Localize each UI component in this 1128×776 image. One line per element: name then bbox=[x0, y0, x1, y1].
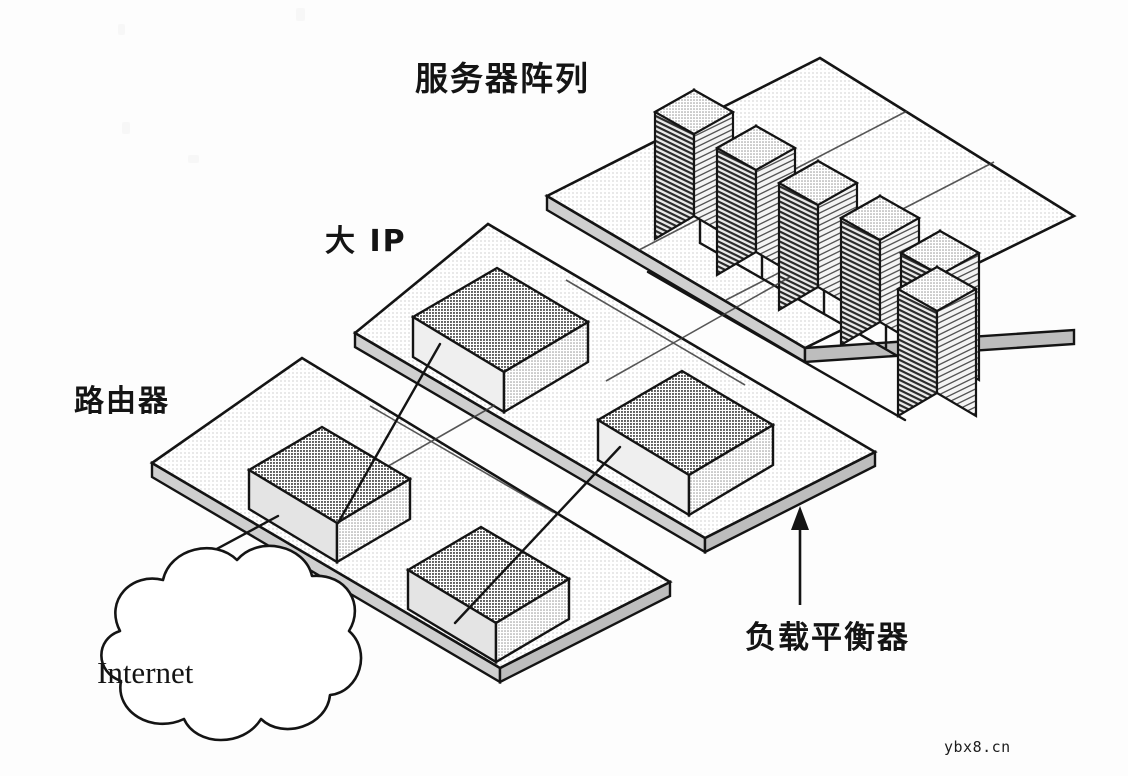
load-balancer-device[interactable] bbox=[595, 369, 776, 776]
internet-cloud[interactable] bbox=[100, 544, 363, 742]
load-balancer-device[interactable] bbox=[410, 266, 591, 643]
scan-speck bbox=[122, 122, 130, 134]
label-big-ip: 大 IP bbox=[325, 224, 407, 259]
router-device[interactable] bbox=[246, 425, 413, 694]
router-device[interactable] bbox=[405, 525, 572, 776]
server-rack[interactable] bbox=[889, 240, 979, 419]
label-router: 路由器 bbox=[74, 384, 170, 419]
scan-speck bbox=[438, 72, 448, 81]
scan-speck bbox=[188, 155, 199, 163]
label-server-array: 服务器阵列 bbox=[415, 59, 590, 98]
scan-speck bbox=[118, 24, 125, 35]
label-internet: Internet bbox=[97, 655, 194, 690]
scan-speck bbox=[296, 8, 305, 21]
watermark: ybx8.cn bbox=[944, 738, 1011, 756]
label-load-balancer: 负载平衡器 bbox=[745, 620, 910, 656]
load-balancer-arrow bbox=[791, 506, 809, 605]
